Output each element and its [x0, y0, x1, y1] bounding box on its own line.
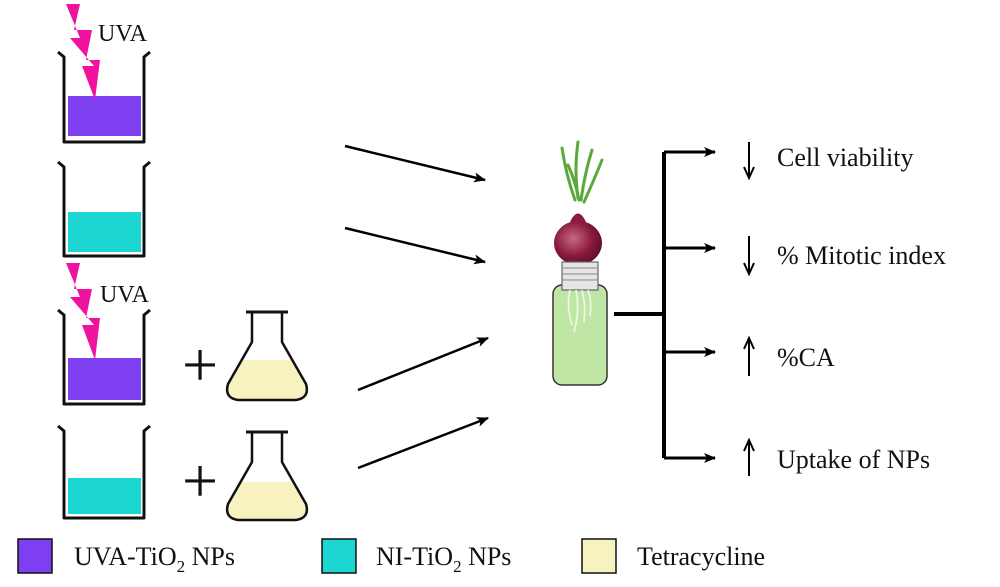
down-arrow-icon — [743, 142, 755, 181]
flask-tetracycline — [225, 430, 309, 522]
up-arrow-icon — [743, 335, 755, 376]
arrow — [357, 416, 489, 470]
jar — [552, 284, 608, 386]
onion-bulb — [554, 221, 602, 265]
outcome-uptake: Uptake of NPs — [743, 437, 930, 476]
uva-liquid — [68, 96, 141, 136]
ni-liquid — [68, 212, 141, 252]
legend-item-uva-tio2: UVA-TiO2 NPs — [17, 538, 235, 576]
flask-tetracycline — [225, 310, 309, 402]
up-arrow-icon — [743, 437, 755, 476]
lightning-icon — [66, 263, 100, 360]
legend-subscript: 2 — [453, 557, 462, 576]
legend-swatch — [581, 538, 617, 574]
lightning-icon — [66, 4, 100, 100]
onion-shoots — [560, 140, 604, 204]
beaker-ni-tio2-combo — [57, 424, 151, 520]
outcome-bracket — [614, 147, 716, 463]
beaker-ni-tio2 — [57, 160, 151, 258]
plus-sign: + — [182, 445, 218, 516]
outcome-label: Cell viability — [777, 143, 914, 172]
beaker-uva-tio2: UVA — [57, 4, 151, 144]
legend-item-ni-tio2: NI-TiO2 NPs — [321, 538, 511, 576]
legend-label: UVA-TiO — [74, 542, 177, 571]
outcome-ca: %CA — [743, 335, 835, 376]
plus-sign: + — [182, 329, 218, 400]
outcome-label: Uptake of NPs — [777, 445, 930, 474]
onion-jar — [552, 140, 608, 386]
ni-liquid — [68, 478, 141, 514]
svg-text:NI-TiO2 NPs: NI-TiO2 NPs — [376, 542, 511, 576]
svg-text:UVA-TiO2 NPs: UVA-TiO2 NPs — [74, 542, 235, 576]
outcome-mitotic-index: % Mitotic index — [743, 236, 946, 277]
arrow — [344, 226, 486, 265]
outcome-cell-viability: Cell viability — [743, 142, 914, 181]
onion-roots — [567, 289, 592, 333]
jar-neck — [561, 261, 599, 291]
legend-swatch — [17, 538, 53, 574]
legend: UVA-TiO2 NPs NI-TiO2 NPs Tetracycline — [17, 538, 765, 576]
legend-label: Tetracycline — [637, 542, 765, 571]
beaker-uva-tio2-combo: UVA — [57, 263, 151, 406]
legend-suffix: NPs — [185, 542, 235, 571]
arrow — [344, 144, 486, 183]
legend-suffix: NPs — [462, 542, 512, 571]
legend-subscript: 2 — [177, 557, 186, 576]
arrow — [357, 336, 489, 392]
outcome-label: %CA — [777, 343, 835, 372]
legend-swatch — [321, 538, 357, 574]
uva-liquid — [68, 358, 141, 400]
uva-label: UVA — [98, 21, 148, 47]
down-arrow-icon — [743, 236, 755, 277]
legend-label: NI-TiO — [376, 542, 453, 571]
uva-label: UVA — [100, 282, 150, 308]
legend-item-tetracycline: Tetracycline — [581, 538, 765, 574]
outcome-label: % Mitotic index — [777, 241, 946, 270]
